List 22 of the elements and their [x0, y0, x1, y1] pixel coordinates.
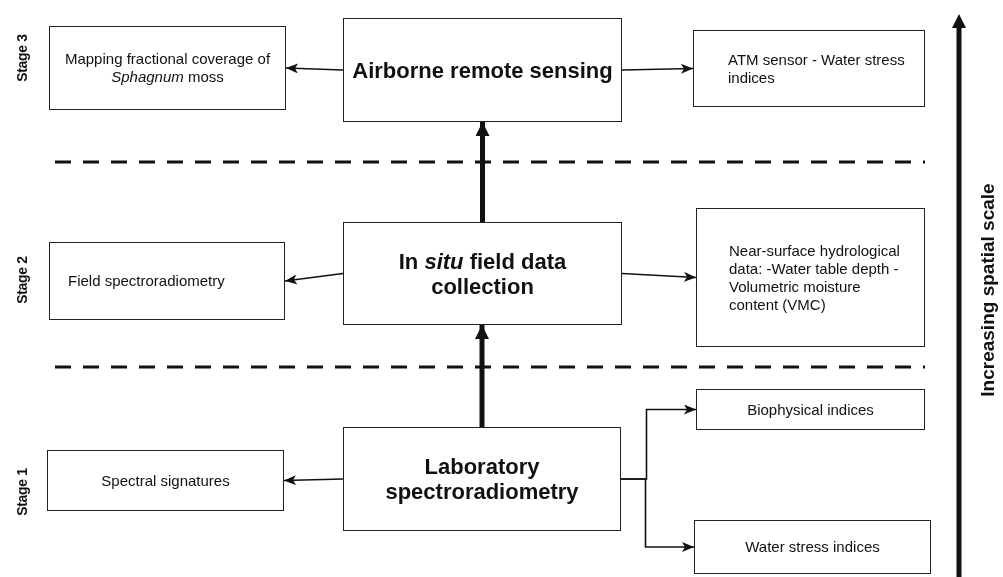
stage-label: Stage 2	[14, 256, 30, 304]
arrow	[621, 63, 694, 74]
output-box: Spectral signatures	[47, 450, 284, 511]
axis-label: Increasing spatial scale	[977, 183, 999, 397]
arrow	[620, 478, 695, 552]
output-box: Water stress indices	[694, 520, 931, 574]
process-box: Laboratory spectroradiometry	[343, 427, 621, 531]
arrow	[621, 271, 697, 282]
arrow	[284, 272, 344, 285]
output-box: ATM sensor - Water stress indices	[693, 30, 925, 107]
arrow	[475, 325, 489, 427]
arrow	[283, 475, 344, 486]
arrow	[475, 122, 490, 222]
stage-label: Stage 3	[14, 34, 30, 82]
arrow	[285, 63, 344, 74]
output-box: Field spectroradiometry	[49, 242, 285, 320]
output-box: Biophysical indices	[696, 389, 925, 430]
stage-label: Stage 1	[14, 468, 30, 516]
process-box: Airborne remote sensing	[343, 18, 622, 122]
process-box: In situ field data collection	[343, 222, 622, 325]
output-box: Near-surface hydrological data: -Water table depth -Volumetric moisture content (VMC)	[696, 208, 925, 347]
output-box: Mapping fractional coverage of Sphagnum moss	[49, 26, 286, 110]
